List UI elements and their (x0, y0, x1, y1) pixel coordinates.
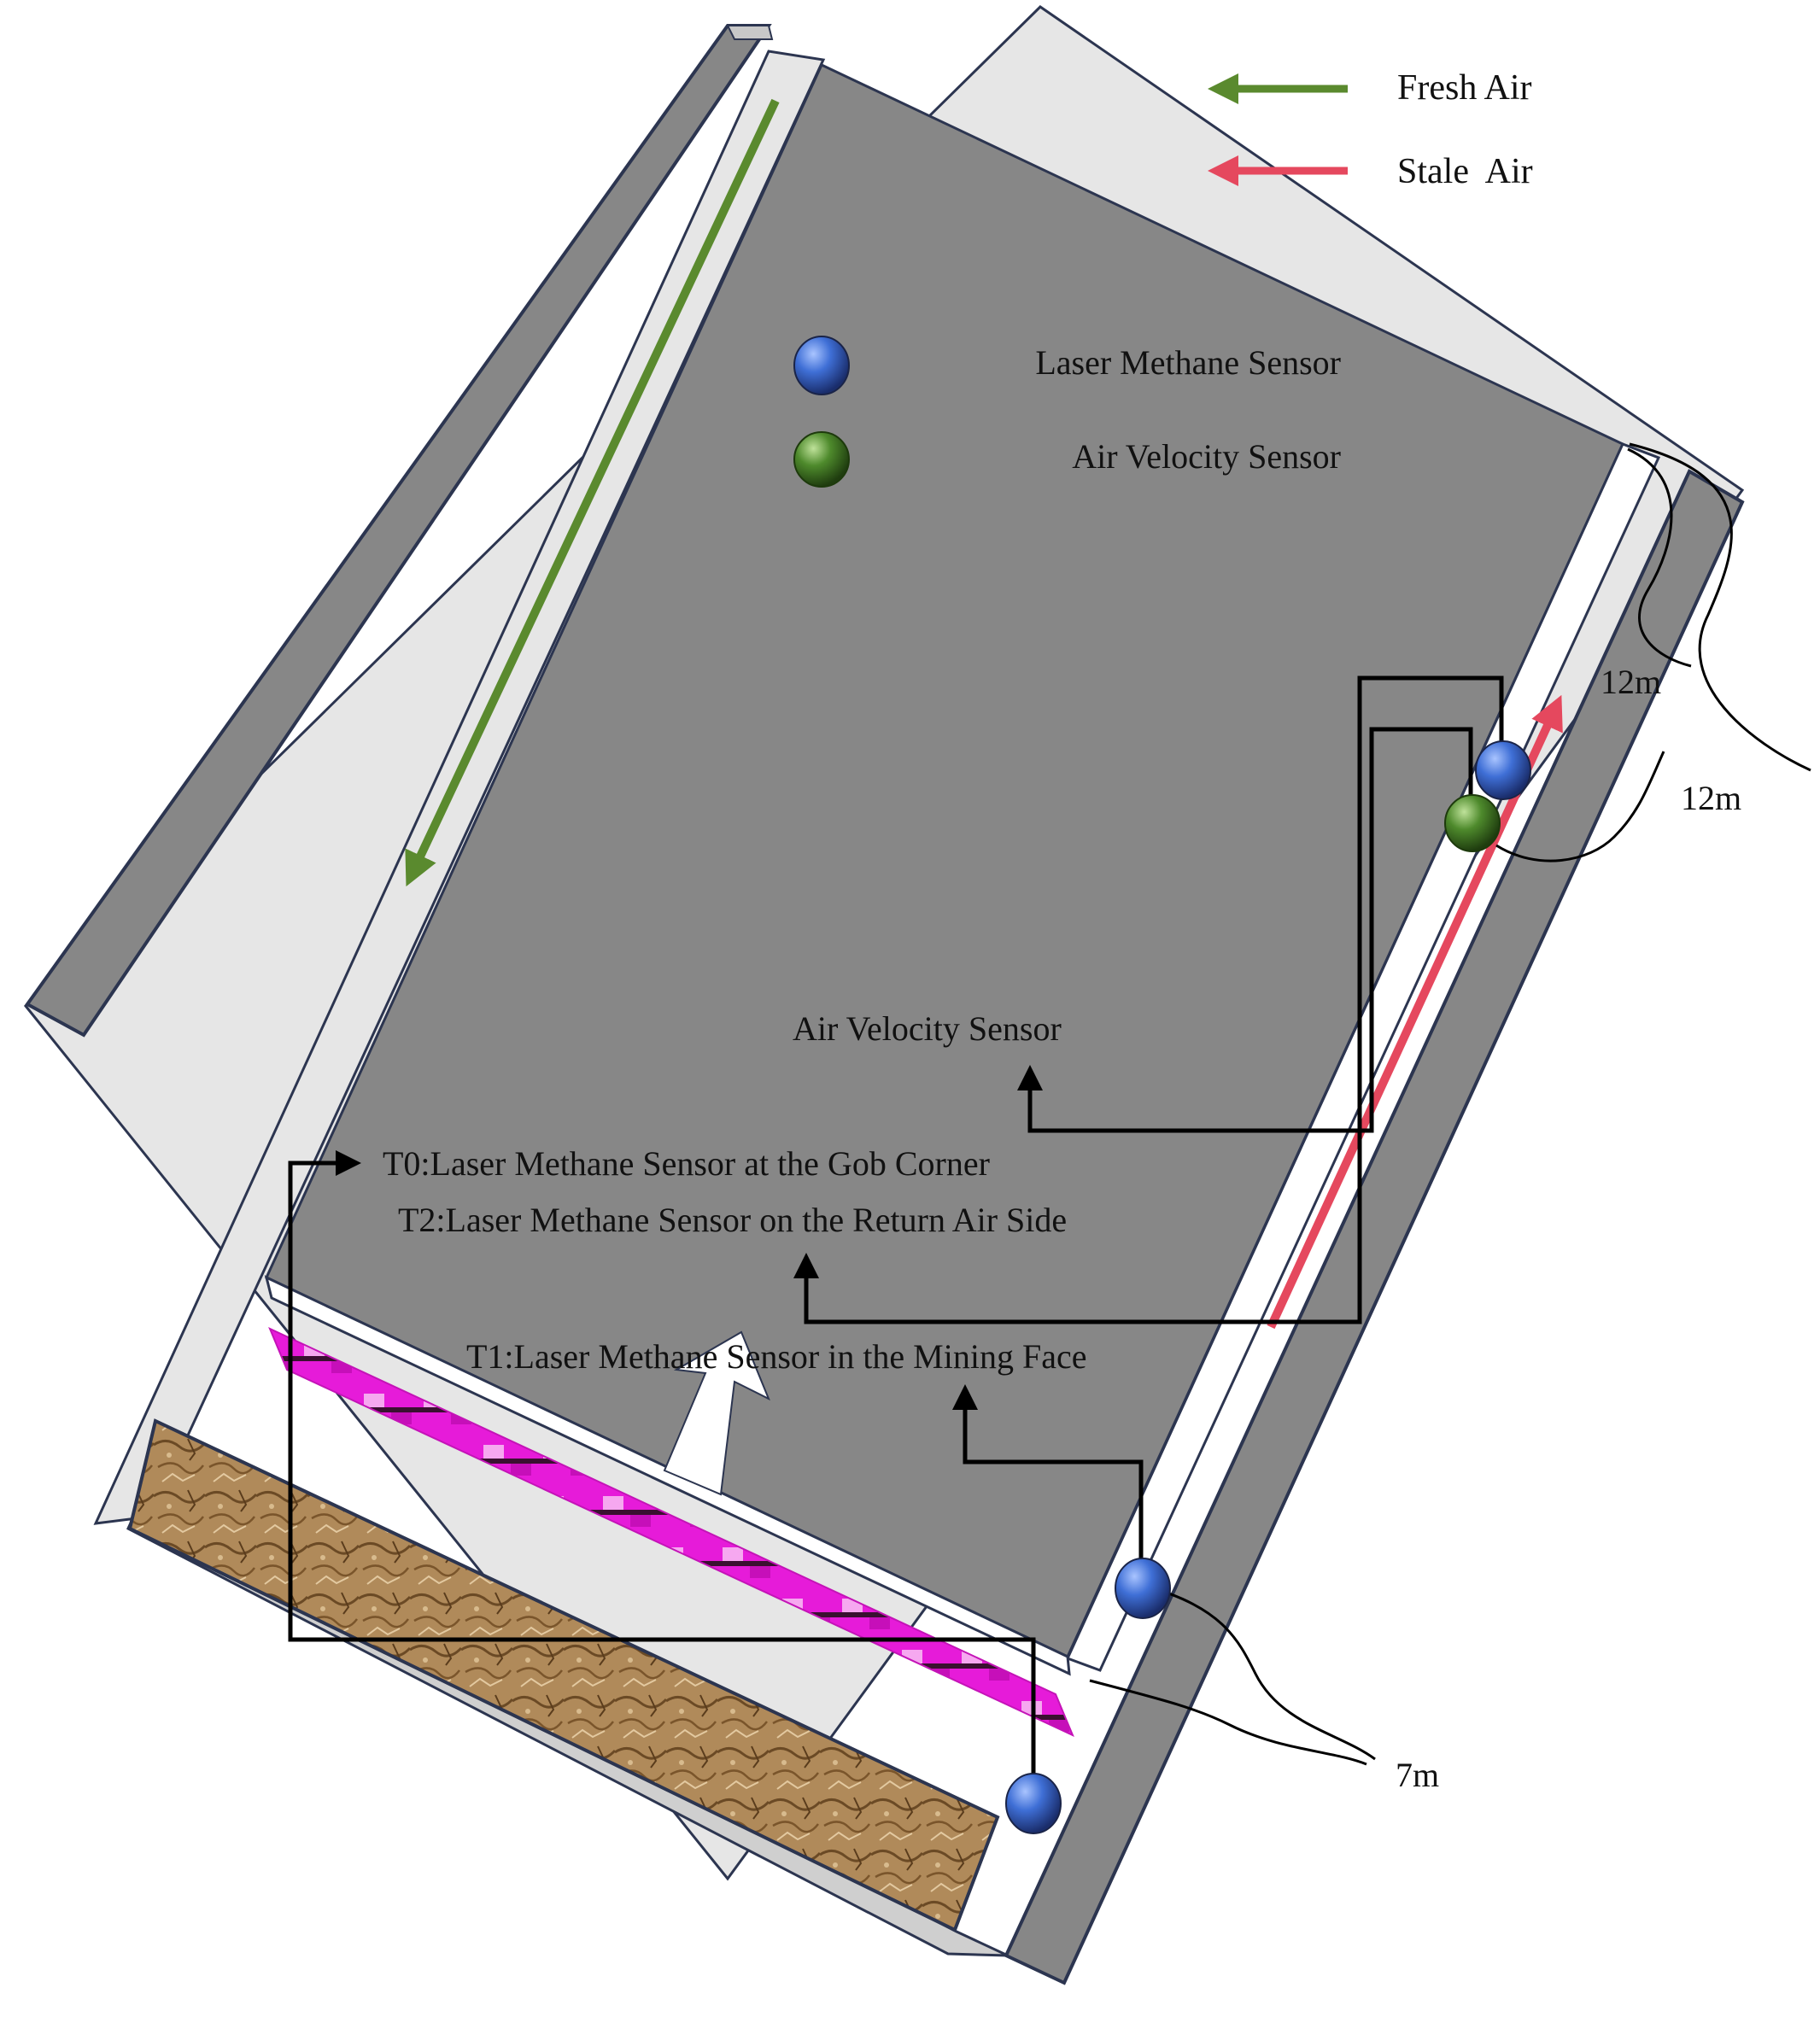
dimension-bracket-lower (1140, 1583, 1376, 1761)
dimension-bracket-upper-outer (1629, 442, 1811, 772)
airflow (405, 98, 1563, 1330)
laser-methane-sensor-face-icon (1115, 1558, 1171, 1619)
air-velocity-sensor-label: Air Velocity Sensor (793, 1009, 1062, 1048)
shearer (268, 1327, 1074, 1737)
legend-fresh-air-label: Fresh Air (1397, 68, 1532, 108)
air-velocity-connection-line (1017, 727, 1473, 1133)
dimension-bracket-upper-lower (1495, 751, 1665, 862)
air-velocity-sensor-return-icon (1444, 794, 1501, 852)
dimension-bracket-upper-inner (1627, 447, 1692, 668)
gob-area (127, 1418, 1000, 1932)
fresh-air-flow-arrow (405, 98, 780, 887)
dimension-callouts (1089, 442, 1811, 1766)
dimension-label-upper-outer: 12m (1681, 779, 1741, 817)
laser-methane-sensor-gob-corner-icon (1005, 1773, 1062, 1834)
t2-connection-line (793, 675, 1504, 1324)
legend-air-velocity-sensor-label: Air Velocity Sensor (1072, 437, 1341, 476)
dimension-label-lower: 7m (1396, 1756, 1439, 1794)
t2-label: T2:Laser Methane Sensor on the Return Ai… (398, 1201, 1067, 1239)
sensor-connections (288, 675, 1504, 1797)
t1-label: T1:Laser Methane Sensor in the Mining Fa… (466, 1337, 1086, 1376)
t1-connection-line (952, 1384, 1144, 1583)
sensors (1005, 740, 1531, 1834)
dimension-label-upper-inner: 12m (1601, 663, 1661, 701)
right-return-wall (1004, 469, 1745, 1985)
t0-label: T0:Laser Methane Sensor at the Gob Corne… (383, 1144, 990, 1183)
laser-methane-sensor-return-icon (1475, 740, 1531, 800)
legend-laser-methane-sensor-icon (793, 336, 850, 395)
legend: Fresh Air Stale Air Laser Methane Sensor… (793, 68, 1533, 488)
legend-air-velocity-sensor-icon (793, 431, 850, 488)
mine-layout (23, 5, 1745, 1985)
legend-stale-air-label: Stale Air (1397, 152, 1533, 191)
left-intake-wall-top (726, 25, 774, 40)
mining-face-strip (264, 1275, 1071, 1676)
legend-laser-methane-sensor-label: Laser Methane Sensor (1035, 343, 1341, 382)
face-advance-arrow (663, 1330, 770, 1496)
sensor-labels: Air Velocity Sensor T0:Laser Methane Sen… (383, 1009, 1086, 1376)
stale-air-flow-arrow (1267, 694, 1563, 1330)
dimension-bracket-lower-face (1089, 1679, 1367, 1766)
t0-connection-line (288, 1150, 1036, 1797)
